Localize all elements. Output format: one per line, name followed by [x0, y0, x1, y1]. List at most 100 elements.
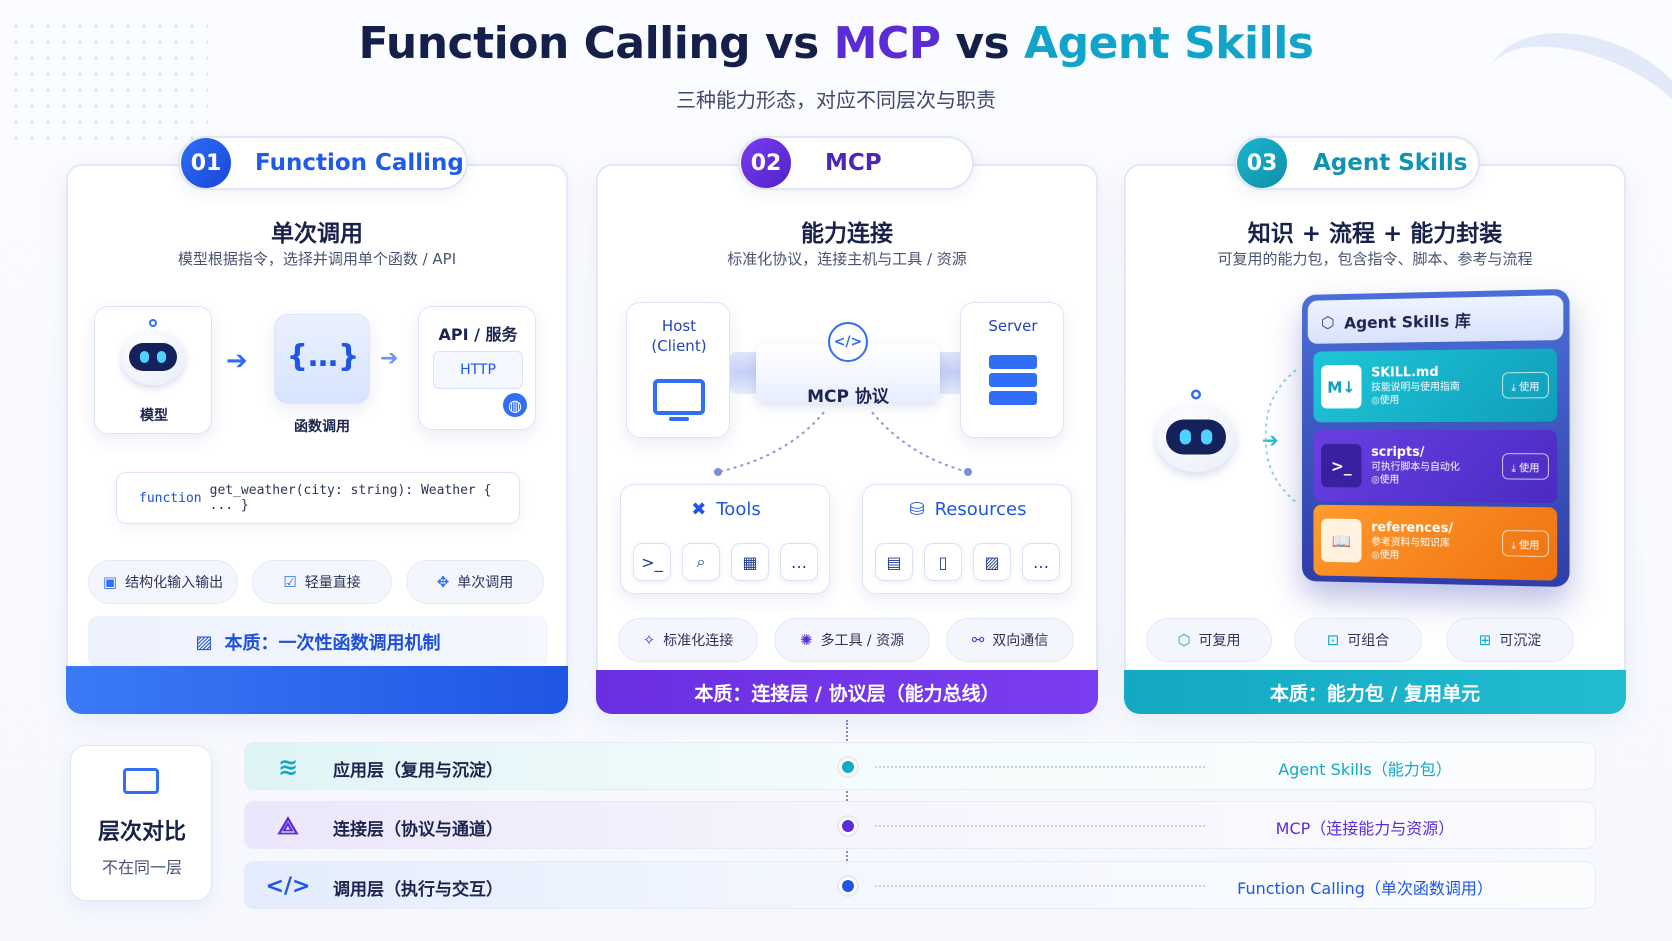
code-icon: </> [265, 873, 311, 899]
chip-composable: ⊡可组合 [1294, 618, 1422, 662]
essence-banner: ▨本质：一次性函数调用机制 [88, 616, 548, 668]
monitor-chart-icon [123, 768, 159, 794]
compare-title: 层次对比 [97, 820, 186, 845]
model-label: 模型 [140, 408, 168, 424]
chip-multi-tools: ✺多工具 / 资源 [774, 618, 930, 662]
chip-lightweight: ☑轻量直接 [252, 560, 392, 604]
chip-accumulate: ⊞可沉淀 [1446, 618, 1574, 662]
layer-row-invocation: </> 调用层（执行与交互） Function Calling（单次函数调用） [244, 861, 1596, 909]
card-description: 可复用的能力包，包含指令、脚本、参考与流程 [1217, 250, 1533, 268]
card-description: 模型根据指令，选择并调用单个函数 / API [177, 250, 457, 268]
function-calling-card: 01 Function Calling 单次调用 模型根据指令，选择并调用单个函… [66, 136, 568, 714]
code-icon: </> [828, 322, 868, 362]
chip-bidirectional: ⚯双向通信 [946, 618, 1074, 662]
page-subtitle: 三种能力形态，对应不同层次与职责 [676, 88, 996, 112]
skill-item: 📖 references/参考资料与知识库◎使用 ⤓ 使用 [1313, 504, 1558, 581]
cube-icon: ⬡ [1177, 631, 1191, 649]
card-number: 02 [741, 138, 791, 188]
cube-icon: ⬡ [1321, 312, 1335, 332]
calculator-icon: ▦ [731, 543, 769, 581]
model-box: 模型 [94, 306, 212, 434]
layer-row-connection: ⟁ 连接层（协议与通道） MCP（连接能力与资源） [244, 801, 1596, 849]
arrow-right-icon: ➔ [380, 346, 399, 371]
link-icon: ⚯ [971, 631, 985, 649]
book-icon: 📖 [1321, 518, 1362, 563]
file-icon: ▯ [924, 543, 962, 581]
monitor-stand-icon [669, 417, 689, 421]
chip-standard-connect: ✧标准化连接 [618, 618, 758, 662]
server-label: Server [988, 317, 1038, 335]
card-heading: 知识 + 流程 + 能力封装 [1247, 221, 1503, 247]
card-number: 01 [181, 138, 231, 188]
database-icon: ⛁ [909, 499, 925, 520]
connection-lines [714, 411, 972, 476]
dotted-connector [875, 766, 1205, 768]
check-icon: ☑ [283, 573, 297, 591]
host-label: Host (Client) [651, 317, 707, 355]
arrow-right-icon: ➔ [226, 346, 248, 376]
card-description: 标准化协议，连接主机与工具 / 资源 [727, 250, 967, 268]
layer-dot [839, 817, 857, 835]
chip-single-call: ✥单次调用 [406, 560, 544, 604]
bracket-dashed [1264, 369, 1297, 503]
layer-label: 调用层（执行与交互） [333, 880, 503, 900]
layer-mapping: MCP（连接能力与资源） [1275, 819, 1455, 838]
layer-row-application: ≋ 应用层（复用与沉淀） Agent Skills（能力包） [244, 742, 1596, 790]
chart-check-icon: ▨ [195, 631, 213, 653]
api-label: API / 服务 [438, 325, 518, 344]
http-badge: HTTP [433, 351, 523, 389]
wrench-icon: ✖ [691, 499, 707, 520]
layer-label: 连接层（协议与通道） [333, 820, 503, 840]
more-icon: … [1022, 543, 1060, 581]
more-icon: … [780, 543, 818, 581]
tools-box: ✖Tools >_ ⌕ ▦ … [620, 484, 830, 594]
use-button[interactable]: ⤓ 使用 [1502, 529, 1549, 558]
api-service-box: API / 服务 HTTP ◍ [418, 306, 536, 430]
sparkle-icon: ✺ [799, 631, 813, 649]
layers-icon: ≋ [277, 753, 299, 781]
decorative-dots [8, 18, 208, 148]
resources-box: ⛁Resources ▤ ▯ ▨ … [862, 484, 1072, 594]
card-heading: 能力连接 [801, 221, 893, 247]
use-button[interactable]: ⤓ 使用 [1502, 371, 1549, 399]
network-icon: ⟁ [277, 812, 299, 840]
library-header: ⬡Agent Skills 库 [1307, 295, 1564, 344]
agent-skills-card: 03 Agent Skills 知识 + 流程 + 能力封装 可复用的能力包，包… [1124, 136, 1626, 714]
host-box: Host (Client) [626, 302, 730, 438]
function-call-label: 函数调用 [294, 419, 350, 435]
server-icon [989, 355, 1037, 405]
compose-icon: ⊡ [1326, 631, 1340, 649]
chip-structured-io: ▣结构化输入输出 [88, 560, 238, 604]
search-icon: ⌕ [682, 543, 720, 581]
card-header-pill: 01 Function Calling [178, 136, 468, 190]
card-header-pill: 02 MCP [738, 136, 974, 190]
function-call-box: {…} [274, 314, 370, 404]
card-name: Function Calling [255, 150, 464, 176]
layer-mapping: Function Calling（单次函数调用） [1237, 879, 1493, 898]
robot-icon [1149, 389, 1244, 475]
card-header-pill: 03 Agent Skills [1234, 136, 1480, 190]
skill-item: >_ scripts/可执行脚本与自动化◎使用 ⤓ 使用 [1313, 429, 1558, 504]
terminal-icon: >_ [633, 543, 671, 581]
image-icon: ▨ [973, 543, 1011, 581]
essence-footer: 本质：能力包 / 复用单元 [1124, 670, 1626, 714]
card-number: 03 [1237, 138, 1287, 188]
compare-subtitle: 不在同一层 [101, 858, 182, 877]
braces-icon: {…} [286, 339, 360, 374]
tools-heading: ✖Tools [691, 499, 761, 520]
chip-reusable: ⬡可复用 [1146, 618, 1272, 662]
layer-label: 应用层（复用与沉淀） [333, 761, 503, 781]
markdown-icon: M↓ [1321, 364, 1362, 409]
protocol-label: MCP 协议 [807, 387, 889, 407]
layer-dot [839, 758, 857, 776]
use-button[interactable]: ⤓ 使用 [1502, 453, 1549, 480]
resources-heading: ⛁Resources [909, 499, 1027, 520]
card-name: MCP [825, 150, 882, 176]
server-box: Server [960, 302, 1064, 438]
card-footer-bar [66, 666, 568, 714]
layer-mapping: Agent Skills（能力包） [1278, 760, 1452, 779]
dotted-connector [875, 825, 1205, 827]
